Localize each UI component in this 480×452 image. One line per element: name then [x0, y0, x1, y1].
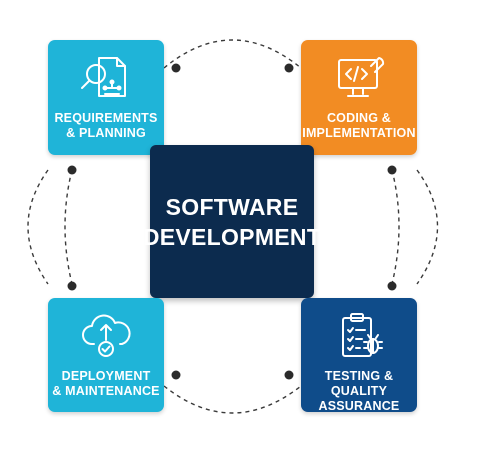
connector-right [416, 169, 439, 285]
connector-dot [284, 370, 294, 380]
connector-dot [171, 370, 181, 380]
monitor-code-wrench-icon [301, 52, 417, 104]
stage-card-deployment: DEPLOYMENT & MAINTENANCE [48, 298, 164, 412]
stage-label: REQUIREMENTS & PLANNING [54, 111, 158, 140]
connector-dot [171, 63, 181, 73]
connector-right-inner [391, 169, 400, 285]
stage-card-coding: CODING & IMPLEMENTATION [301, 40, 417, 155]
connector-dot [284, 63, 294, 73]
connector-left [27, 169, 49, 285]
connector-dot [387, 281, 397, 291]
cloud-upload-check-icon [48, 310, 164, 362]
connector-left-inner [64, 169, 73, 285]
connector-dot [67, 165, 77, 175]
clipboard-checklist-bug-icon [301, 310, 417, 362]
connector-dot [387, 165, 397, 175]
connector-dot [67, 281, 77, 291]
stage-label: CODING & IMPLEMENTATION [302, 111, 416, 140]
stage-label: DEPLOYMENT & MAINTENANCE [52, 369, 160, 398]
stage-card-testing: TESTING & QUALITY ASSURANCE [301, 298, 417, 413]
connector-top [163, 39, 302, 69]
document-search-icon [48, 52, 164, 104]
center-title-line1: SOFTWARE [165, 193, 299, 220]
stage-card-requirements: REQUIREMENTS & PLANNING [48, 40, 164, 155]
center-title-line2: DEVELOPMENT [142, 223, 322, 250]
connector-bottom [163, 385, 302, 414]
center-title-box: SOFTWARE DEVELOPMENT [143, 145, 321, 298]
stage-label: TESTING & QUALITY ASSURANCE [318, 369, 400, 413]
